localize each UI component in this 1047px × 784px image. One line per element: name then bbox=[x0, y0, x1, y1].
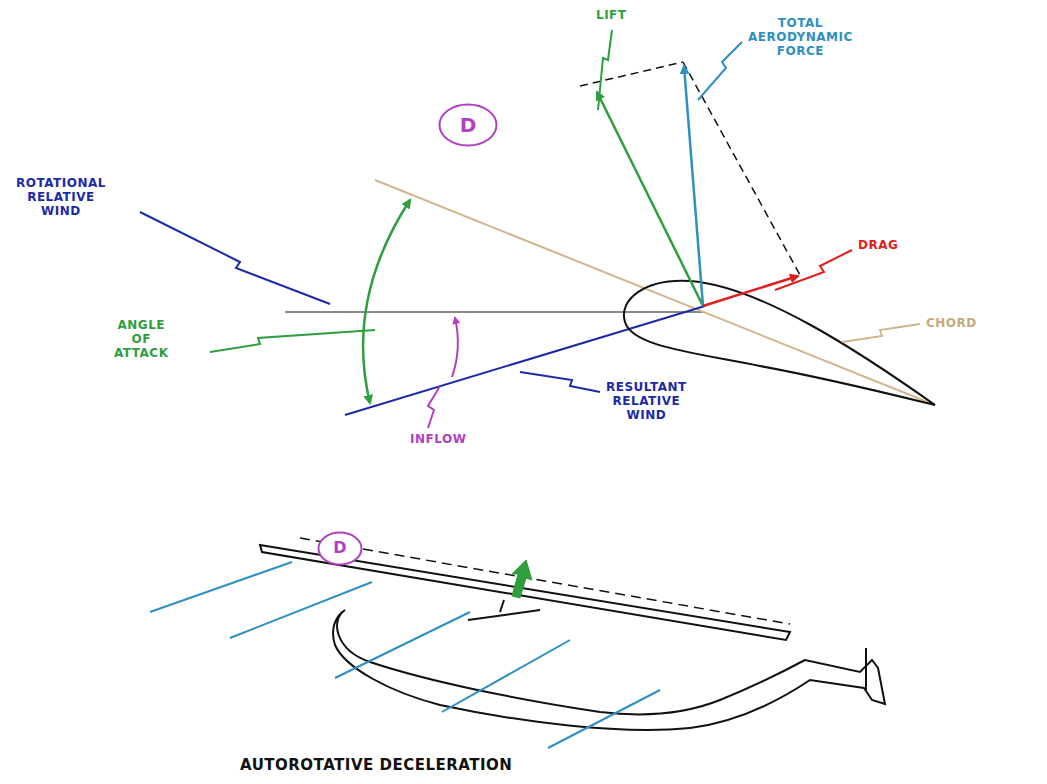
callout-letter: D bbox=[333, 539, 346, 557]
lift-label: LIFT bbox=[594, 8, 629, 22]
rotational-wind-label: ROTATIONAL RELATIVE WIND bbox=[14, 176, 108, 218]
lower-figure bbox=[150, 538, 885, 748]
chord-label: CHORD bbox=[924, 316, 979, 330]
callout-letter: D bbox=[460, 114, 477, 136]
circled-callout: D bbox=[317, 531, 363, 566]
inflow-label: INFLOW bbox=[408, 432, 468, 446]
resultant-wind-label: RESULTANT RELATIVE WIND bbox=[604, 380, 689, 422]
upper-figure bbox=[140, 30, 935, 428]
total-force-label: TOTAL AERODYNAMIC FORCE bbox=[746, 16, 855, 58]
circled-callout: D bbox=[438, 103, 498, 147]
drag-label: DRAG bbox=[856, 238, 900, 252]
figure-caption: AUTOROTATIVE DECELERATION bbox=[240, 756, 512, 774]
angle-of-attack-label: ANGLE OF ATTACK bbox=[112, 318, 170, 360]
